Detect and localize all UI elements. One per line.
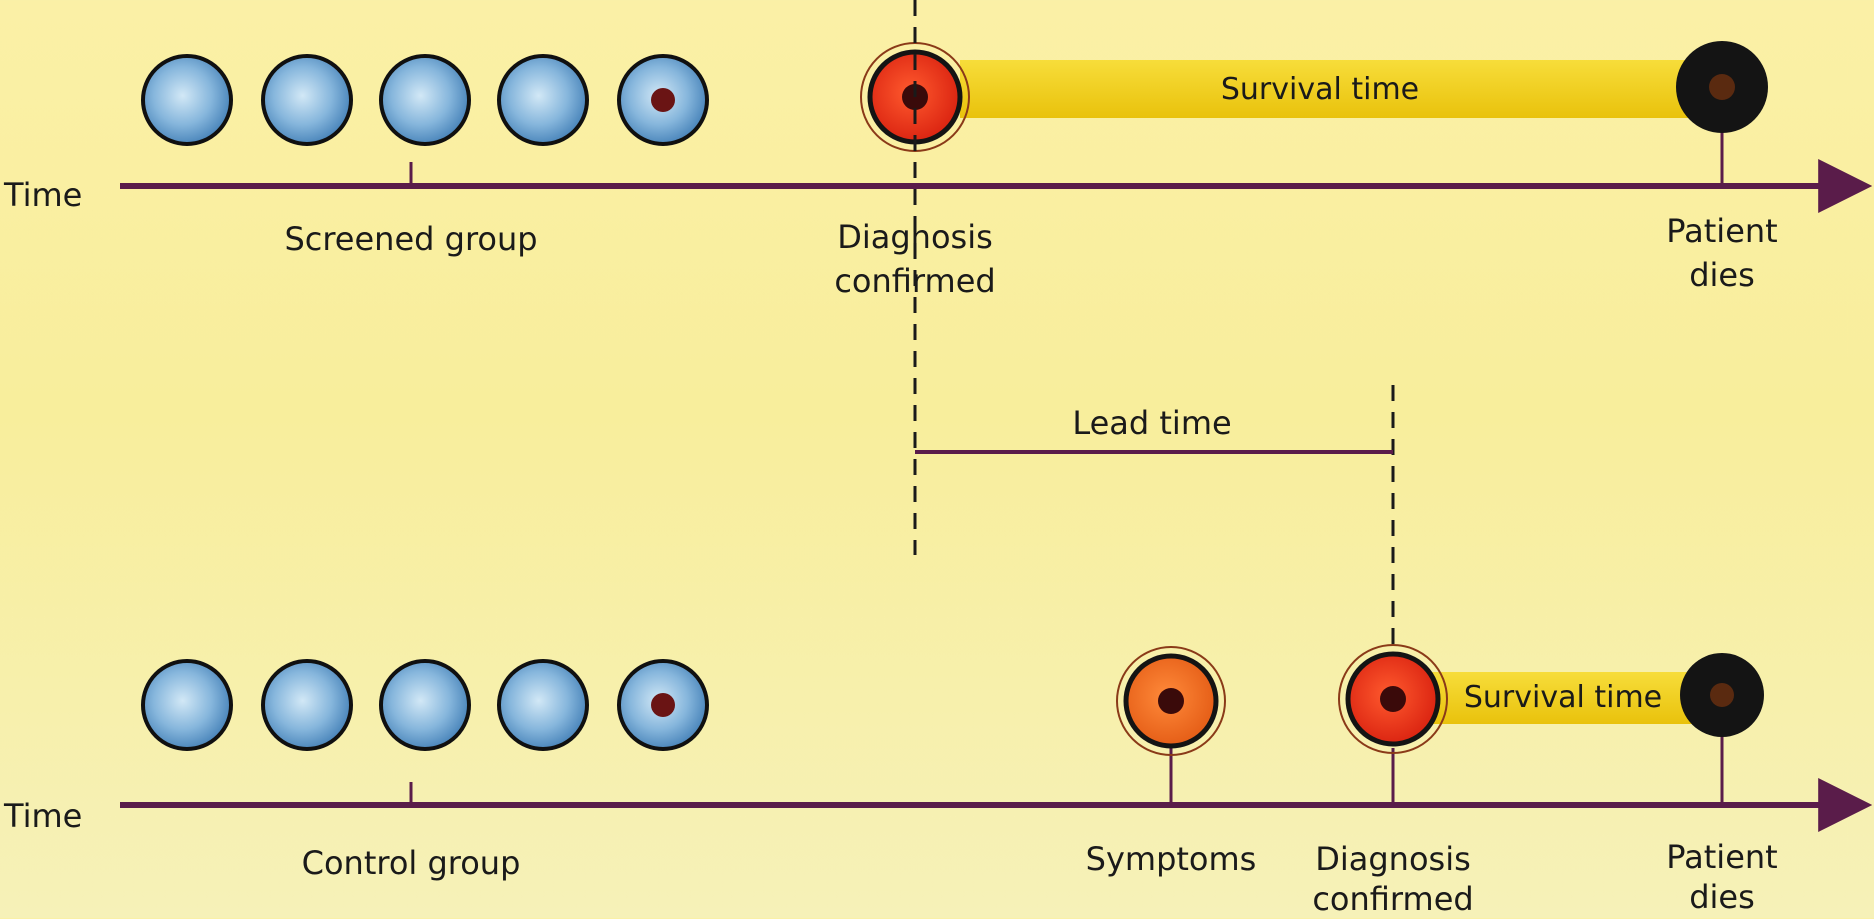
top-time-label: Time [4,176,82,215]
bottom-death-circle [1680,653,1764,737]
lead-time-label: Lead time [1032,404,1272,443]
bottom-diagnosis-circle [1339,645,1447,753]
bottom-survival-label: Survival time [1438,678,1688,717]
top-death-label-line2: dies [1632,256,1812,295]
top-diagnosis-label-line2: confirmed [815,262,1015,301]
healthy-circle [143,56,231,144]
bottom-healthy-circles [143,661,707,749]
healthy-circle [263,661,351,749]
early-disease-dot [651,88,675,112]
healthy-circle [143,661,231,749]
bottom-death-label-line2: dies [1642,878,1802,917]
bottom-symptoms-circle [1117,647,1225,755]
top-group-label: Screened group [271,220,551,259]
top-death-label-line1: Patient [1632,212,1812,251]
bottom-diagnosis-label-line1: Diagnosis [1293,840,1493,879]
top-survival-label: Survival time [1180,70,1460,109]
top-diagnosis-label-line1: Diagnosis [815,218,1015,257]
healthy-circle [499,56,587,144]
healthy-circle [499,661,587,749]
early-disease-dot [651,693,675,717]
top-healthy-circles [143,56,707,144]
healthy-circle [263,56,351,144]
bottom-time-label: Time [4,797,82,836]
bottom-group-label: Control group [281,844,541,883]
top-death-circle [1676,41,1768,133]
healthy-circle [381,661,469,749]
bottom-symptoms-label: Symptoms [1066,840,1276,879]
healthy-circle [381,56,469,144]
bottom-diagnosis-label-line2: confirmed [1293,880,1493,919]
bottom-death-label-line1: Patient [1642,838,1802,877]
